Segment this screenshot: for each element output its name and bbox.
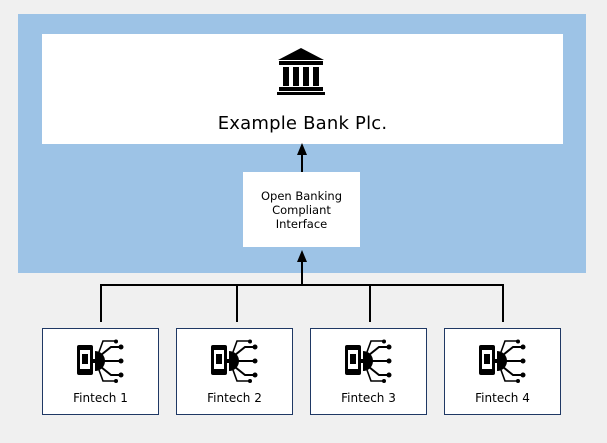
fintech-box-3: Fintech 3 bbox=[310, 328, 427, 415]
arrowhead-interface bbox=[297, 250, 307, 262]
fintech-box-4: Fintech 4 bbox=[444, 328, 561, 415]
fintech-box-1: Fintech 1 bbox=[42, 328, 159, 415]
fintech-label: Fintech 2 bbox=[207, 391, 262, 405]
interface-line-2: Compliant bbox=[272, 202, 331, 217]
bank-building-icon bbox=[277, 48, 325, 95]
arrowhead-bank bbox=[297, 143, 307, 155]
fintech-label: Fintech 4 bbox=[475, 391, 530, 405]
open-banking-interface-box: Open Banking Compliant Interface bbox=[243, 172, 360, 247]
bank-name: Example Bank Plc. bbox=[217, 113, 388, 134]
fintech-app-gear-icon bbox=[77, 339, 124, 383]
fintech-app-gear-icon bbox=[345, 339, 392, 383]
fintech-app-gear-icon bbox=[211, 339, 258, 383]
fintech-label: Fintech 1 bbox=[73, 391, 128, 405]
fintech-app-gear-icon bbox=[479, 339, 526, 383]
interface-line-1: Open Banking bbox=[260, 188, 343, 203]
fintech-box-2: Fintech 2 bbox=[176, 328, 293, 415]
interface-line-3: Interface bbox=[275, 216, 328, 231]
fintech-label: Fintech 3 bbox=[341, 391, 396, 405]
